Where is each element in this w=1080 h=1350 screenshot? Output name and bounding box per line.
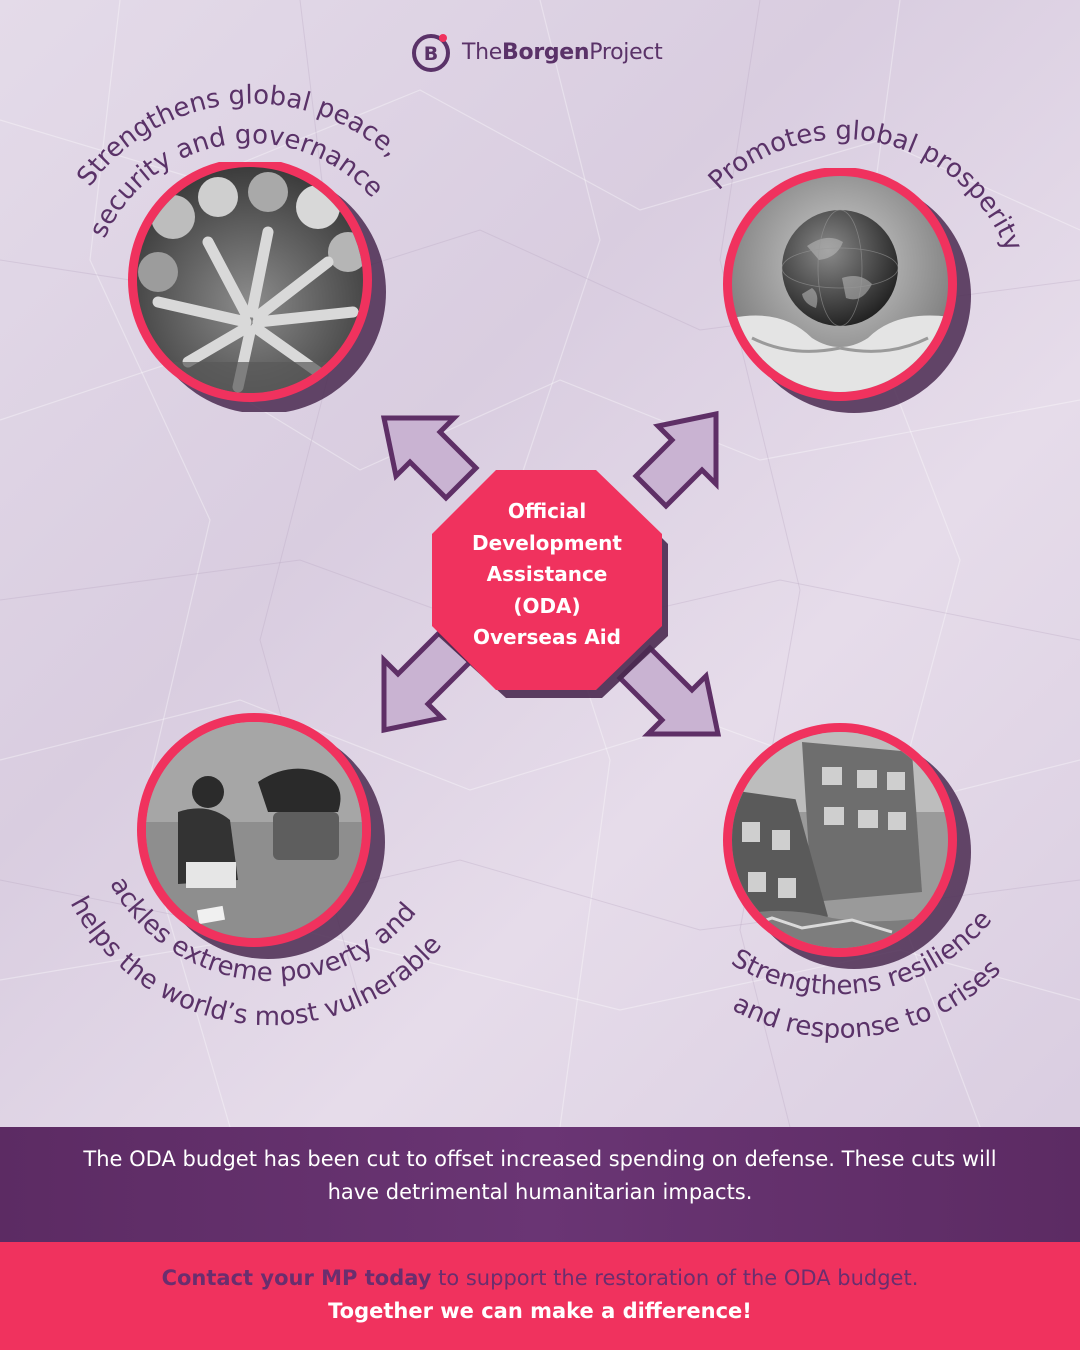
collapsed-buildings-photo [723,723,971,969]
cta-rest: to support the restoration of the ODA bu… [431,1266,919,1290]
oda-hub-octagon [432,470,668,698]
arrows-layer [380,410,722,737]
hub-line-4: (ODA) [513,593,581,618]
brand-name-prefix: The [462,39,503,65]
notice-text: The ODA budget has been cut to offset in… [83,1147,997,1204]
cta-text: Contact your MP today to support the res… [40,1262,1040,1328]
hub-line-1: Official [507,499,587,523]
cta-contact-mp[interactable]: Contact your MP today [161,1266,432,1290]
cta-together: Together we can make a difference! [328,1299,752,1323]
child-poverty-photo [137,713,385,959]
notice-band [0,1127,1080,1242]
hands-together-photo [128,162,386,412]
brand-name-suffix: Project [589,39,663,65]
brand-name: TheBorgenProject [462,39,663,65]
hub-line-2: Development [472,530,622,555]
brand-name-bold: Borgen [502,39,590,65]
arrow-up-left [380,415,480,502]
hub-line-3: Assistance [486,562,608,586]
globe-in-hands-photo [723,168,971,413]
borgen-logo[interactable]: B TheBorgenProject [410,30,663,74]
hub-line-5: Overseas Aid [473,625,621,649]
svg-text:B: B [424,43,438,65]
hub-label: Official Development Assistance (ODA) Ov… [440,496,654,654]
cta-band [0,1242,1080,1350]
borgen-logo-icon: B [412,34,450,72]
arrow-up-right [632,410,719,510]
